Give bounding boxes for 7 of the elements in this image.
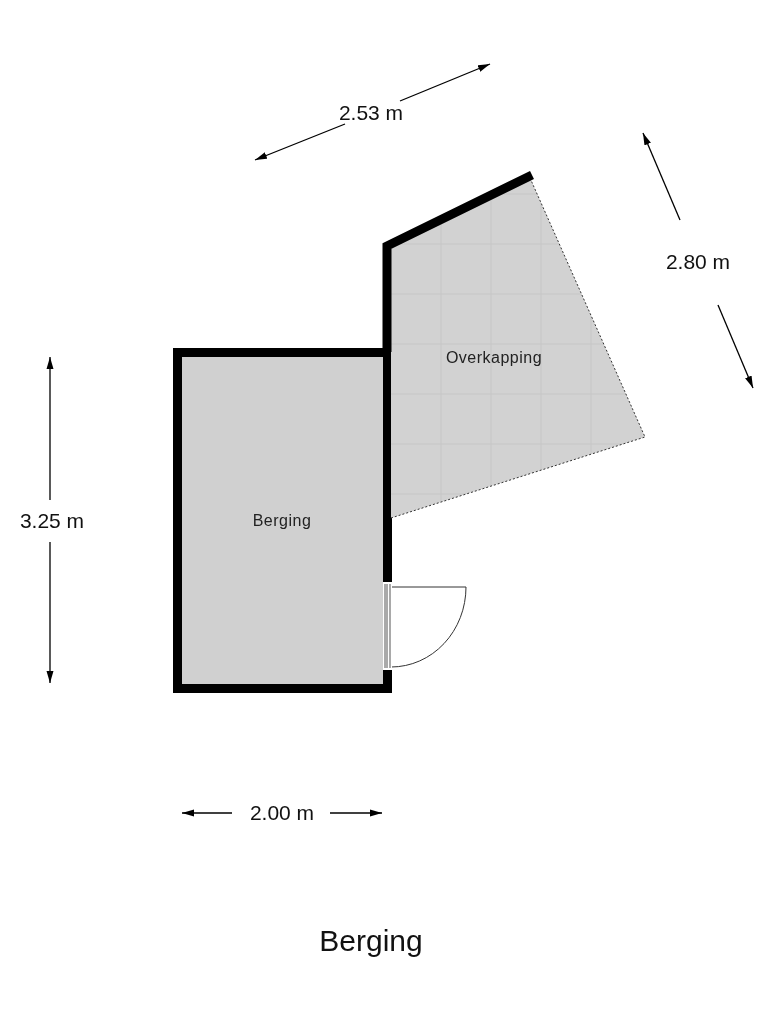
dimension-label: 2.53 m bbox=[338, 101, 404, 125]
dimension-label: 2.00 m bbox=[249, 801, 315, 825]
plan-title: Berging bbox=[319, 924, 423, 958]
room-label: Overkapping bbox=[445, 349, 543, 367]
dimension-label: 3.25 m bbox=[19, 509, 85, 533]
dimension-label: 2.80 m bbox=[665, 250, 731, 274]
room-label: Berging bbox=[252, 512, 312, 530]
